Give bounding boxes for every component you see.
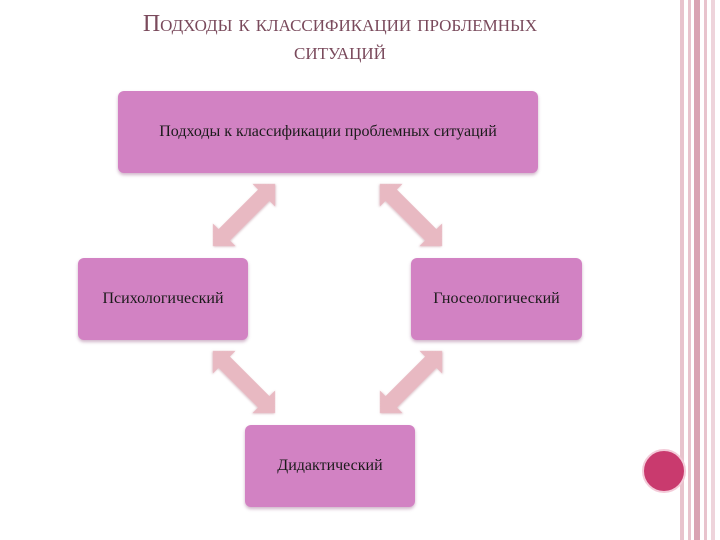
decorative-circle bbox=[642, 449, 686, 493]
box-bottom: Дидактический bbox=[245, 425, 415, 507]
box-top-label: Подходы к классификации проблемных ситуа… bbox=[159, 123, 497, 140]
box-top: Подходы к классификации проблемных ситуа… bbox=[118, 91, 538, 173]
box-bottom-label: Дидактический bbox=[277, 457, 383, 474]
box-left-label: Психологический bbox=[102, 290, 224, 307]
slide-title: Подходы к классификации проблемных ситуа… bbox=[60, 10, 620, 66]
decorative-stripes bbox=[680, 0, 720, 540]
title-line-2: ситуаций bbox=[294, 39, 386, 65]
box-right: Гносеологический bbox=[411, 258, 582, 340]
arrow-bottom-left bbox=[212, 350, 276, 414]
box-left: Психологический bbox=[78, 258, 248, 340]
box-right-label: Гносеологический bbox=[433, 290, 560, 307]
arrow-top-right bbox=[379, 183, 443, 247]
arrow-bottom-right bbox=[379, 350, 443, 414]
arrow-top-left bbox=[212, 183, 276, 247]
title-line-1: Подходы к классификации проблемных bbox=[142, 11, 538, 37]
